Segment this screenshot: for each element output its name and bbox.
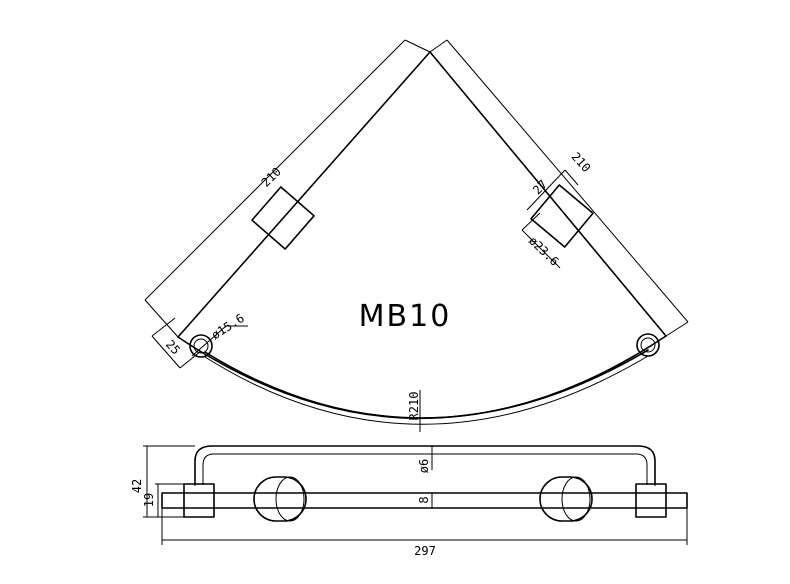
shelf-front-view: ø6 8 42 19 297: [130, 445, 688, 558]
dim-right-210: 210: [429, 39, 689, 337]
dim-radius: R210: [407, 390, 421, 432]
dim-right-210-label: 210: [569, 150, 594, 175]
dim-left-210: 210: [144, 39, 431, 338]
rail-curve-inner: [204, 355, 649, 425]
rail-front-inner: [202, 453, 648, 485]
dim-bracket-27: 27: [526, 169, 579, 211]
end-clamp-right: [635, 483, 667, 518]
dim-height-42-label: 42: [130, 479, 144, 493]
dim-left-210-label: 210: [259, 165, 284, 190]
shelf-top-view: 210 210 27 ø23.6 ø15.6: [144, 39, 689, 432]
dim-height-42: 42: [130, 445, 195, 518]
dim-offset-25: 25: [151, 317, 202, 369]
dim-bracket-dia-label: ø23.6: [526, 234, 562, 269]
dim-offset-25-label: 25: [163, 337, 183, 357]
dim-rail-dia-label: ø6: [417, 459, 431, 473]
rail-curve-outer: [204, 349, 649, 419]
rail-front-outer: [194, 445, 656, 486]
rail-end-left: [189, 334, 213, 358]
dim-glass-8: 8: [417, 493, 433, 508]
wall-bracket-right: [539, 476, 593, 522]
dim-radius-label: R210: [407, 392, 421, 421]
dim-bracket-dia: ø23.6: [521, 212, 562, 269]
end-clamp-left: [183, 483, 215, 518]
dim-height-19: 19: [142, 483, 184, 517]
bracket-right: [530, 184, 594, 248]
dim-width-297: 297: [161, 508, 688, 558]
glass-plate: [161, 492, 688, 509]
rail-end-right: [636, 333, 660, 357]
dim-bracket-27-label: 27: [530, 177, 550, 197]
dim-height-19-label: 19: [142, 493, 156, 507]
dim-rail-end-dia-label: ø15.6: [209, 311, 247, 342]
dim-rail-dia: ø6: [417, 446, 433, 473]
model-title: MB10: [359, 299, 452, 334]
wall-bracket-left: [253, 476, 307, 522]
dim-glass-8-label: 8: [417, 496, 431, 503]
bracket-left: [251, 186, 315, 250]
dim-rail-end-dia: ø15.6: [191, 311, 248, 357]
dim-width-297-label: 297: [414, 544, 436, 558]
shelf-left-edge: [177, 51, 431, 338]
shelf-right-edge: [429, 51, 667, 337]
